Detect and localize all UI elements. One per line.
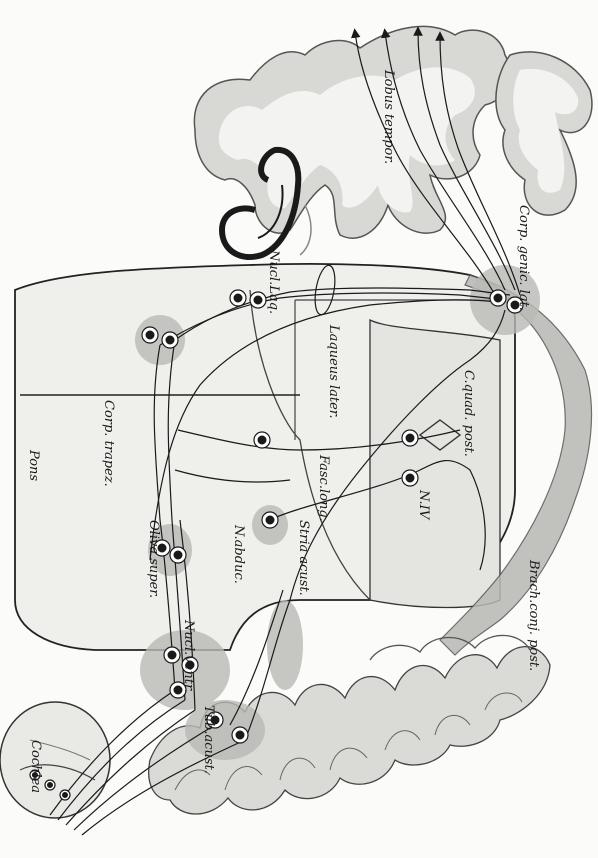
label-n-abduc: N.abduc. — [231, 524, 246, 584]
label-nucl-ventr: Nucl.ventr. — [181, 619, 196, 693]
label-fasc-long: Fasc.long. — [316, 454, 331, 522]
label-lobus: Lobus tempor. — [381, 69, 396, 164]
cochlea — [0, 702, 110, 818]
label-corp-genic: Corp. genic. lat. — [516, 205, 531, 311]
label-brach: Brach.conj. post. — [526, 559, 541, 671]
label-corp-trapez: Corp. trapez. — [101, 400, 116, 487]
label-n-iv: N.IV — [416, 489, 431, 521]
label-oliva: Oliva super. — [146, 520, 161, 598]
label-cochlea: Cochlea — [28, 740, 43, 793]
label-tuberculum: Tub.acust. — [201, 705, 216, 774]
label-laqueus: Laqueus later. — [326, 324, 341, 419]
label-stria: Stria acust. — [296, 520, 311, 596]
brainstem-outline — [15, 264, 515, 650]
label-pons: Pons — [26, 449, 41, 481]
label-corp-quad: C.quad. post. — [461, 370, 476, 457]
label-nucl-laq: Nucl.Laq. — [266, 249, 281, 314]
